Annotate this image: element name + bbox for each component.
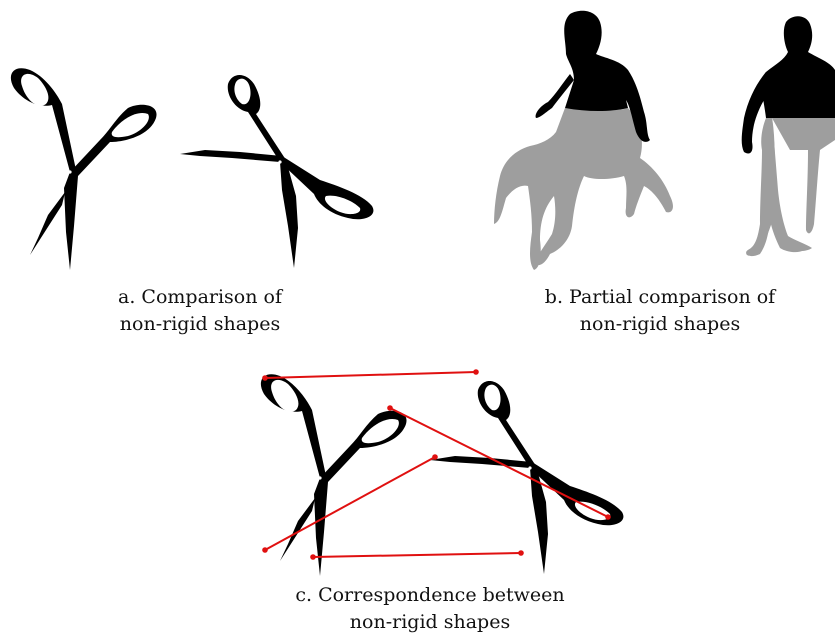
correspondence-line — [264, 456, 436, 551]
caption-b-line2: non-rigid shapes — [579, 313, 741, 335]
caption-a: a. Comparison of non-rigid shapes — [80, 284, 320, 338]
panel-c-scissors-alt — [430, 381, 624, 574]
panel-a-scissors-open — [10, 68, 157, 270]
panel-b-human — [741, 16, 835, 257]
correspondence-point — [473, 369, 479, 375]
correspondence-lines — [264, 371, 609, 558]
correspondence-points — [262, 369, 611, 560]
correspondence-line — [264, 371, 477, 379]
panel-a-scissors-alt — [180, 75, 374, 268]
correspondence-point — [310, 554, 316, 560]
correspondence-point — [605, 514, 611, 520]
correspondence-point — [518, 550, 524, 556]
caption-b-line1: b. Partial comparison of — [544, 286, 776, 308]
panel-c-scissors-open — [260, 374, 407, 576]
correspondence-point — [387, 405, 393, 411]
correspondence-point — [432, 454, 438, 460]
caption-c-line1: c. Correspondence between — [295, 584, 565, 606]
caption-a-line2: non-rigid shapes — [119, 313, 281, 335]
panel-b-centaur — [494, 10, 673, 270]
correspondence-line — [312, 552, 522, 558]
caption-c-line2: non-rigid shapes — [349, 611, 511, 633]
correspondence-line — [389, 407, 609, 518]
caption-a-line1: a. Comparison of — [118, 286, 282, 308]
correspondence-point — [262, 547, 268, 553]
caption-b: b. Partial comparison of non-rigid shape… — [510, 284, 810, 338]
correspondence-point — [262, 375, 268, 381]
caption-c: c. Correspondence between non-rigid shap… — [260, 582, 600, 636]
